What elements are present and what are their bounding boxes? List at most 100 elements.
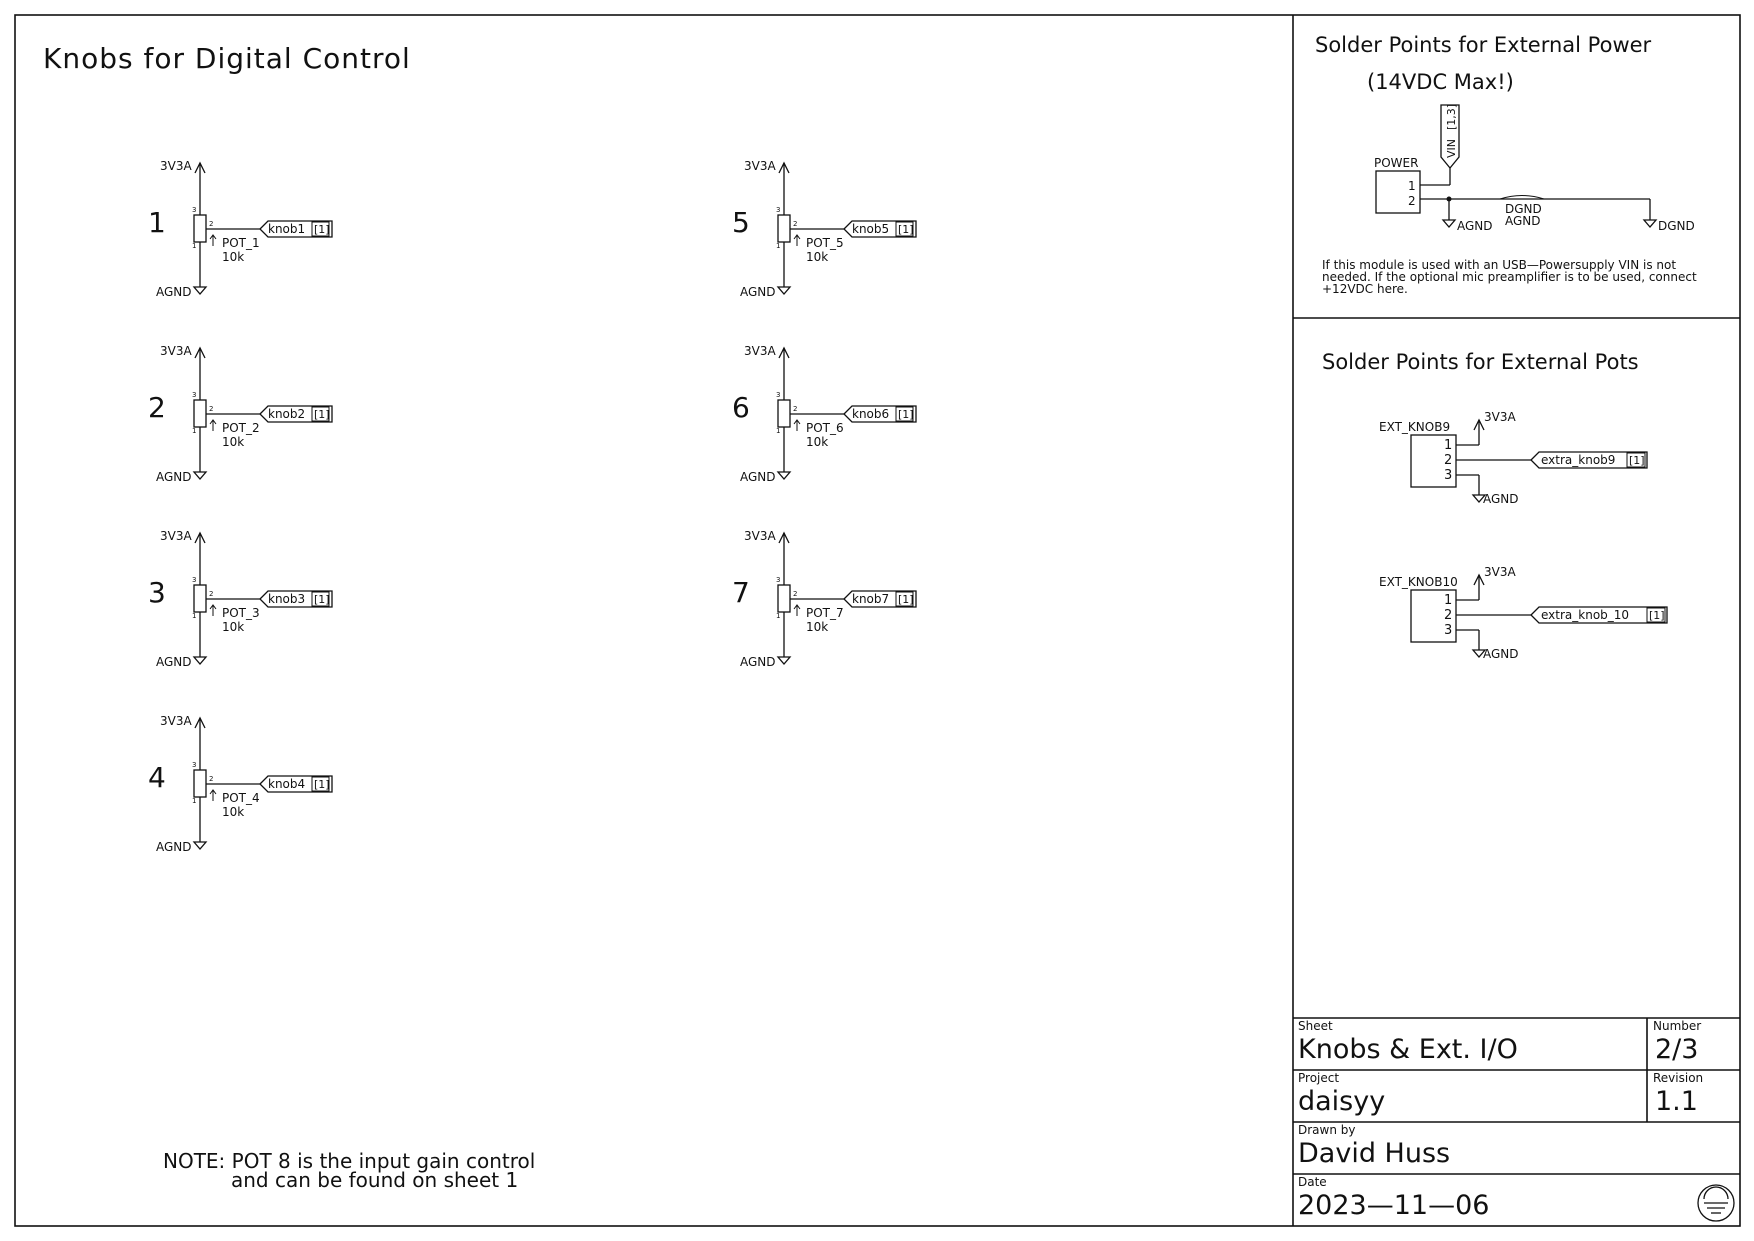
bridge-dgnd-label: DGND: [1505, 202, 1542, 216]
drawn-by-value: David Huss: [1298, 1138, 1450, 1169]
net-label-flag: [1530, 606, 1668, 624]
pin-2-label: 2: [793, 405, 797, 413]
project-field-label: Project: [1298, 1071, 1339, 1085]
net-label-flag: [843, 220, 917, 238]
power-connector-label: POWER: [1374, 156, 1418, 170]
knob-circuits: 13V3A312AGNDPOT_110kknob1[1]23V3A312AGND…: [148, 159, 917, 854]
net-ref: [1]: [898, 223, 914, 236]
ground-label: AGND: [1483, 492, 1519, 506]
connector-name: EXT_KNOB10: [1379, 575, 1458, 589]
net-ref: [1]: [314, 778, 330, 791]
ground-label: AGND: [740, 285, 776, 299]
connector-pin-2: 2: [1444, 453, 1452, 468]
potentiometer-body: [777, 214, 791, 243]
pin-3-label: 3: [776, 206, 780, 214]
external-power-section: Solder Points for External Power (14VDC …: [1315, 33, 1697, 296]
pin-2-label: 2: [209, 405, 213, 413]
net-ref-box: [895, 591, 914, 607]
net-name: knob2: [268, 407, 305, 421]
net-name: knob7: [852, 592, 889, 606]
pot-value: 10k: [222, 805, 244, 819]
pin-3-label: 3: [192, 576, 196, 584]
agnd-symbol: [1441, 219, 1457, 228]
net-ref: [1]: [898, 408, 914, 421]
pin-1-label: 1: [776, 427, 780, 435]
pin-3-label: 3: [192, 206, 196, 214]
date-field-label: Date: [1298, 1175, 1327, 1189]
net-ref: [1]: [314, 593, 330, 606]
power-connector-body: [1375, 170, 1421, 214]
net-name: extra_knob9: [1541, 453, 1615, 467]
potentiometer-body: [193, 584, 207, 613]
connector-pin-2: 2: [1444, 608, 1452, 623]
supply-label: 3V3A: [160, 714, 192, 728]
supply-label: 3V3A: [1484, 410, 1516, 424]
supply-label: 3V3A: [744, 344, 776, 358]
number-field-label: Number: [1653, 1019, 1701, 1033]
pot-value: 10k: [222, 435, 244, 449]
supply-label: 3V3A: [744, 159, 776, 173]
net-ref-box: [1626, 452, 1646, 468]
sheet-field-label: Sheet: [1298, 1019, 1333, 1033]
pin-1-label: 1: [192, 242, 196, 250]
wiper-arrow: [209, 234, 217, 246]
connector-pin-1: 1: [1444, 438, 1452, 453]
ground-label: AGND: [156, 840, 192, 854]
ground-symbol: [1471, 494, 1487, 503]
knob-number: 4: [148, 761, 166, 794]
net-ref: [1]: [1629, 454, 1645, 467]
ground-label: AGND: [156, 470, 192, 484]
connector-name: EXT_KNOB9: [1379, 420, 1450, 434]
pin-3-label: 3: [192, 391, 196, 399]
connector-pin-3: 3: [1444, 623, 1452, 638]
knob-number: 1: [148, 206, 166, 239]
ground-symbol: [1471, 649, 1487, 658]
note-line-2: and can be found on sheet 1: [231, 1168, 518, 1192]
net-ref-box: [311, 221, 330, 237]
net-label-flag: [843, 590, 917, 608]
pot-reference: POT_1: [222, 236, 260, 250]
pin-1-label: 1: [192, 612, 196, 620]
ground-label: AGND: [156, 285, 192, 299]
net-label-flag: [259, 590, 333, 608]
knob-number: 2: [148, 391, 166, 424]
net-name: knob3: [268, 592, 305, 606]
note-line-1: NOTE: POT 8 is the input gain control: [163, 1149, 535, 1173]
net-tie-bridge: [1499, 195, 1545, 200]
vin-ref-label: [1,3]: [1445, 104, 1458, 130]
knob-number: 5: [732, 206, 750, 239]
sheet-title: Knobs for Digital Control: [43, 42, 411, 75]
supply-label: 3V3A: [160, 344, 192, 358]
pin-2-label: 2: [209, 775, 213, 783]
power-description-3: +12VDC here.: [1322, 282, 1408, 296]
potentiometer-body: [193, 399, 207, 428]
number-field-value: 2/3: [1655, 1034, 1698, 1065]
net-name: extra_knob_10: [1541, 608, 1629, 622]
drawn-by-label: Drawn by: [1298, 1123, 1355, 1137]
ground-symbol: [192, 471, 208, 480]
supply-arrow: [1473, 573, 1485, 586]
wiper-arrow: [793, 604, 801, 616]
dgnd-symbol: [1642, 219, 1658, 228]
pin-2-label: 2: [209, 590, 213, 598]
net-label-flag: [259, 775, 333, 793]
ground-symbol: [776, 286, 792, 295]
supply-label: 3V3A: [744, 529, 776, 543]
pin-3-label: 3: [776, 576, 780, 584]
pin-3-label: 3: [192, 761, 196, 769]
wiper-arrow: [793, 419, 801, 431]
net-label-flag: [259, 220, 333, 238]
pot-reference: POT_4: [222, 791, 260, 805]
net-label-flag: [843, 405, 917, 423]
revision-field-label: Revision: [1653, 1071, 1703, 1085]
net-name: knob5: [852, 222, 889, 236]
